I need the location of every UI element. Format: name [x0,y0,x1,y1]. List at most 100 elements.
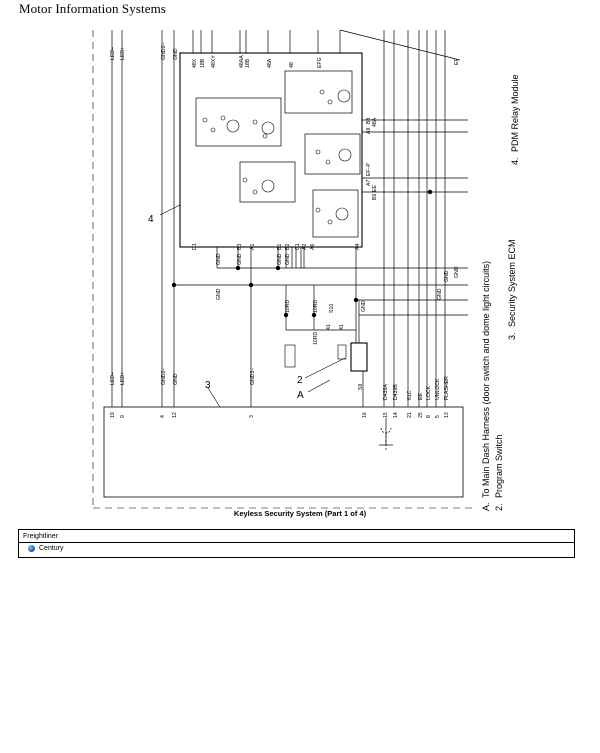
legend-text-a: To Main Dash Harness (door switch and do… [481,261,491,498]
legend-text-3: Security System ECM [507,239,517,327]
wire-label: GND [173,373,179,385]
ecm-pin-top: C1 [295,243,301,250]
legend-text-4: PDM Relay Module [510,74,520,152]
module-wire: EFG [317,57,323,68]
gnd-label: GND [454,266,460,278]
ecm-pin: 8 [426,415,432,418]
ecm-wire: GND [216,253,222,265]
diagram-border [92,30,475,509]
switch-label: 41 [326,324,332,330]
ecm-wire: GND [277,253,283,265]
wire-label: LED– [110,47,116,60]
relay-label: 48A [372,117,378,127]
ecm-pin: 15 [383,412,389,418]
ecm-pin: 19 [110,412,116,418]
ecm-pin: 3 [249,415,255,418]
switch-label: 10RD [285,299,291,313]
module-wire: 48XY [211,55,217,68]
relay-label: B6 [372,194,378,200]
switch-label: GND [361,300,367,312]
switch-label: 41 [339,324,345,330]
relay-label: A9 [366,128,372,134]
ecm-pin: 4 [160,415,166,418]
harness-wire: LOCK [426,385,432,400]
relay-label: EF–P [366,162,372,176]
wire-label: GND3– [250,368,256,385]
callout-4: 4 [148,214,154,225]
ecm-pin: 5 [435,415,441,418]
module-wire: 48 [289,62,295,68]
module-wire: 48X [192,58,198,68]
security-ecm [103,406,464,498]
legend-id-3: 3. [507,332,517,340]
callout-3: 3 [205,380,211,391]
model-label: Century [39,545,64,552]
wiring-diagram: LED– LED+ GND2– GND LED– LED+ GND2– GND … [92,29,520,518]
module-wire: 18B [200,58,206,68]
ecm-wire: GND [237,253,243,265]
wire-label: LED+ [120,47,126,60]
ecm-pin: 16 [362,412,368,418]
wire-label: LED– [110,372,116,385]
brand-label: Freightliner [23,533,59,540]
program-switch [350,342,368,372]
wire-label: GND [173,48,179,60]
pdm-relay-module [179,52,363,248]
legend-id-2: 2. [494,503,504,511]
harness-wire: FLASHER [444,376,450,400]
globe-icon [28,545,35,552]
ecm-pin-top: D1 [192,243,198,250]
switch-label: 10RD [313,331,319,345]
wire-label: LED+ [120,372,126,385]
harness-wire: D439B [393,384,399,400]
relay-2 [304,133,361,175]
ecm-pin-top: B2 [285,244,291,250]
module-wire: 18B [245,58,251,68]
ecm-pin: 14 [393,412,399,418]
ecm-pin-top: A6 [310,244,316,250]
legend-id-a: A. [481,502,491,511]
switch-label: S10 [329,304,335,313]
relay-1 [284,70,353,114]
relay-label: A7 [366,180,372,186]
ecm-pin: 12 [172,412,178,418]
relay-label: EE [372,185,378,192]
ecm-pin: 21 [407,412,413,418]
ecm-wire: GND [444,270,450,282]
switch-label: 10RD [313,299,319,313]
legend-text-2: Program Switch [494,434,504,498]
module-wire: 48A [267,58,273,68]
relay-4 [239,161,296,203]
ecm-pin-top: B3 [237,244,243,250]
callout-2: 2 [297,375,303,386]
ecm-pin-top: A4 [355,244,361,250]
harness-wire: UNLOCK [435,378,441,400]
ef-label: EF [454,58,460,65]
relay-3 [312,189,359,238]
page-header: Motor Information Systems [19,1,166,16]
ecm-pin: 13 [444,412,450,418]
ecm-pin-top: A2 [302,244,308,250]
ecm-wire: GND [216,288,222,300]
wire-label: GND2– [161,368,167,385]
ecm-pin-top: B1 [277,244,283,250]
ecm-pin-top: A1 [250,244,256,250]
model-row: Century [28,545,64,552]
harness-wire: D439A [383,384,389,400]
relay-label: B8 [366,118,372,124]
harness-wire: EE [418,393,424,400]
wire-label: GND2– [161,43,167,60]
module-wire: 48AA [239,55,245,68]
switch-label: S9 [358,384,364,390]
relay-5 [195,97,282,147]
ecm-wire: GND [285,253,291,265]
harness-wire: 61C [407,390,413,400]
ecm-pin: 9 [120,415,126,418]
diagram-title: Keyless Security System (Part 1 of 4) [234,509,367,518]
callout-a: A [297,390,304,401]
vehicle-info-box: Freightliner Century [18,529,575,558]
gnd-label: GND [437,288,443,300]
ecm-pin: 25 [418,412,424,418]
divider [19,542,574,543]
legend-id-4: 4. [510,157,520,165]
